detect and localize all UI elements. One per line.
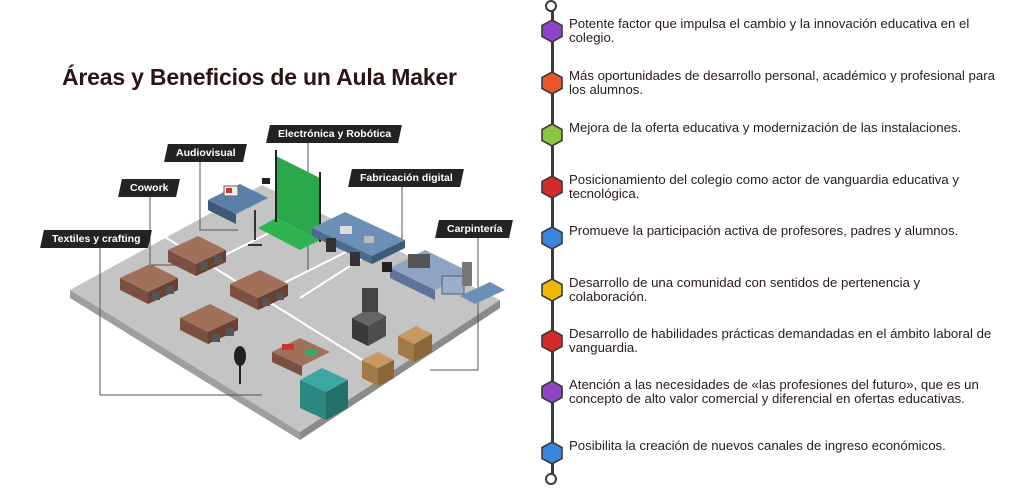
hexagon-bullet-icon (541, 123, 563, 147)
hexagon-bullet-icon (541, 380, 563, 404)
hexagon-bullet-icon (541, 19, 563, 43)
label-cowork: Cowork (118, 179, 180, 197)
electronics-benches (312, 212, 405, 266)
green-screen (258, 150, 321, 250)
diagram-title: Áreas y Beneficios de un Aula Maker (62, 64, 457, 90)
hexagon-bullet-icon (541, 329, 563, 353)
benefit-text: Posicionamiento del colegio como actor d… (569, 172, 959, 201)
benefit-text: Desarrollo de habilidades prácticas dema… (569, 326, 992, 355)
label-electronica-robotica: Electrónica y Robótica (266, 125, 403, 143)
benefit-text: Potente factor que impulsa el cambio y l… (569, 16, 970, 45)
textiles-area (234, 338, 348, 420)
cowork-tables (120, 236, 288, 344)
benefit-text: Promueve la participación activa de prof… (569, 223, 959, 238)
hexagon-bullet-icon (541, 226, 563, 250)
timeline-top-cap (545, 0, 557, 12)
maker-classroom-illustration (70, 138, 505, 440)
audiovisual-station (208, 178, 270, 246)
benefit-text: Más oportunidades de desarrollo personal… (569, 68, 995, 97)
label-fabricacion-digital: Fabricación digital (348, 169, 464, 187)
carpentry-area (362, 326, 432, 386)
hexagon-bullet-icon (541, 175, 563, 199)
fabrication-area (382, 250, 505, 304)
kiosk (352, 288, 386, 346)
label-audiovisual: Audiovisual (164, 144, 247, 162)
hexagon-bullet-icon (541, 278, 563, 302)
benefit-text: Mejora de la oferta educativa y moderniz… (569, 120, 962, 135)
benefit-text: Desarrollo de una comunidad con sentidos… (569, 275, 921, 304)
label-textiles-crafting: Textiles y crafting (40, 230, 152, 248)
hexagon-bullet-icon (541, 71, 563, 95)
benefit-text: Atención a las necesidades de «las profe… (569, 377, 979, 406)
label-carpinteria: Carpintería (435, 220, 514, 238)
benefit-text: Posibilita la creación de nuevos canales… (569, 438, 946, 453)
hexagon-bullet-icon (541, 441, 563, 465)
timeline-bottom-cap (545, 473, 557, 485)
